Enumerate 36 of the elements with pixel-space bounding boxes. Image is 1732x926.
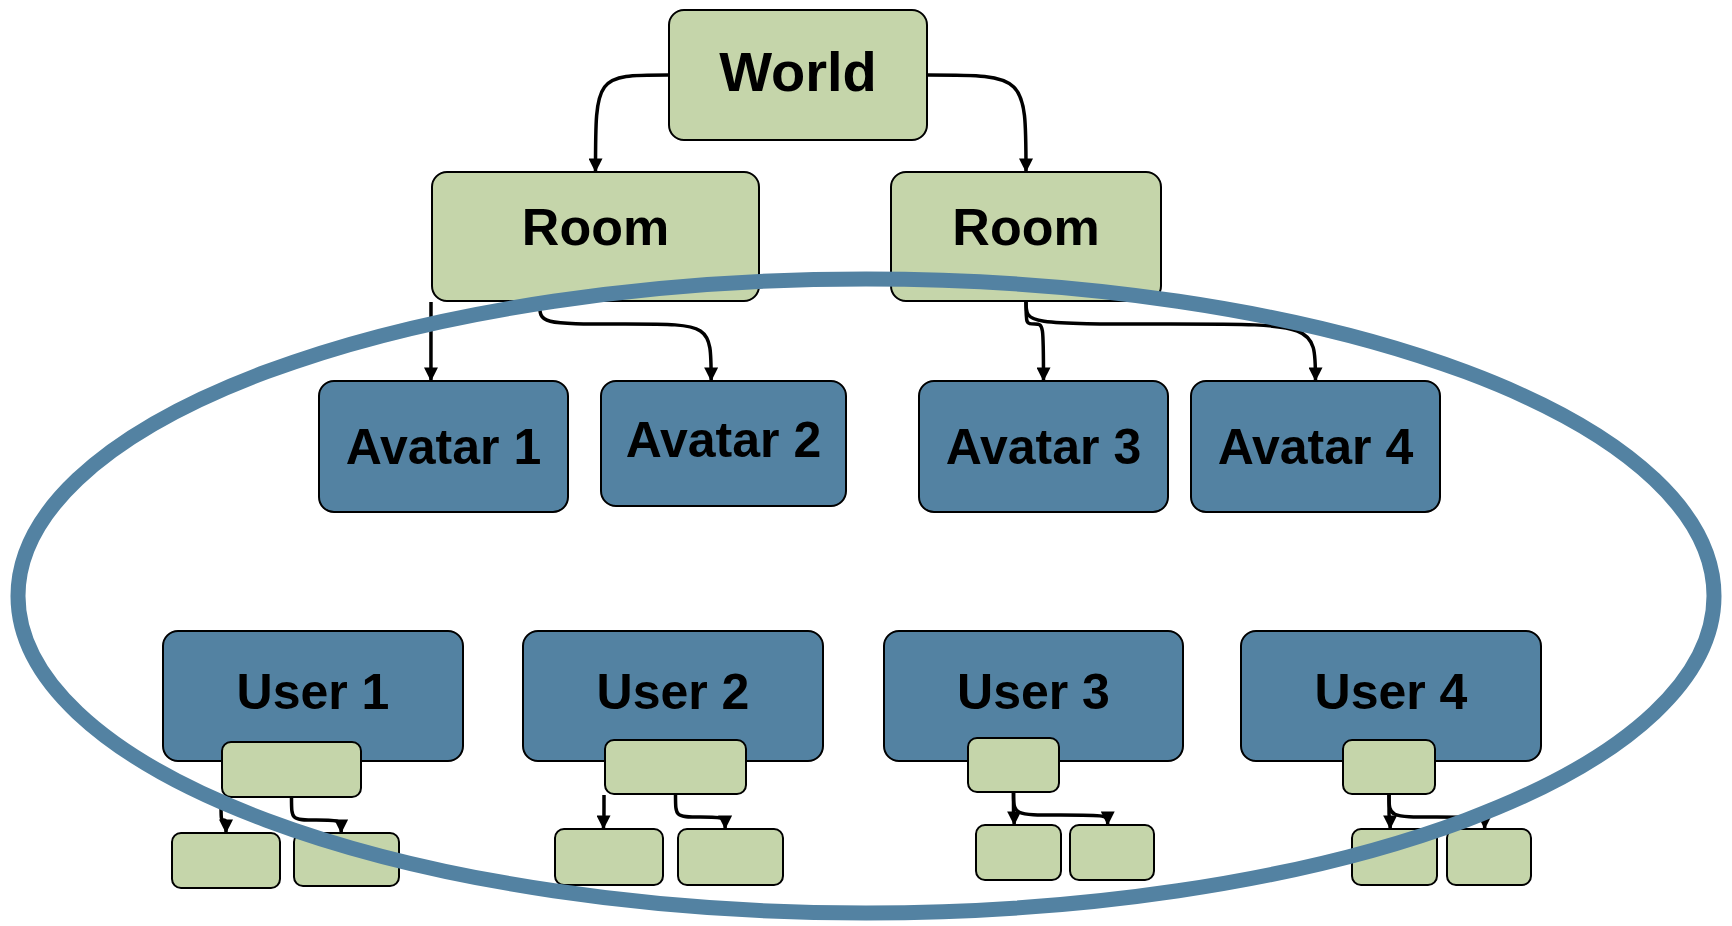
entity-box [162, 630, 464, 762]
empty-box [975, 824, 1062, 881]
arrow [596, 795, 611, 830]
empty-box [1069, 824, 1155, 881]
node-label: User 3 [957, 663, 1110, 721]
entity-box [883, 630, 1184, 762]
empty-box [967, 737, 1060, 793]
empty-box [604, 739, 747, 795]
entity-box [522, 630, 824, 762]
empty-box [554, 828, 664, 886]
node-label: Avatar 1 [345, 417, 542, 476]
empty-box [677, 828, 784, 886]
node-label: User 1 [236, 663, 390, 721]
empty-box [171, 832, 281, 889]
hierarchy-box [431, 171, 760, 302]
node-label: User 4 [1314, 663, 1468, 721]
empty-box [1446, 828, 1532, 886]
arrow [1011, 793, 1115, 826]
node-label: Avatar 3 [945, 417, 1142, 476]
arrow [588, 73, 668, 173]
node-label: Avatar 4 [1217, 417, 1414, 476]
entity-box [1240, 630, 1542, 762]
node-label: Avatar 2 [625, 410, 822, 469]
node-label: Room [952, 196, 1100, 257]
hierarchy-box [668, 9, 928, 141]
node-label: Room [521, 196, 670, 257]
entity-box [1190, 380, 1441, 513]
arrow [928, 73, 1033, 173]
entity-box [318, 380, 569, 513]
empty-box [1342, 739, 1436, 795]
empty-box [221, 741, 362, 798]
entity-box [600, 380, 847, 507]
node-label: User 2 [596, 663, 750, 721]
arrow [1024, 301, 1323, 382]
node-label: World [719, 38, 877, 104]
entity-box [918, 380, 1169, 513]
